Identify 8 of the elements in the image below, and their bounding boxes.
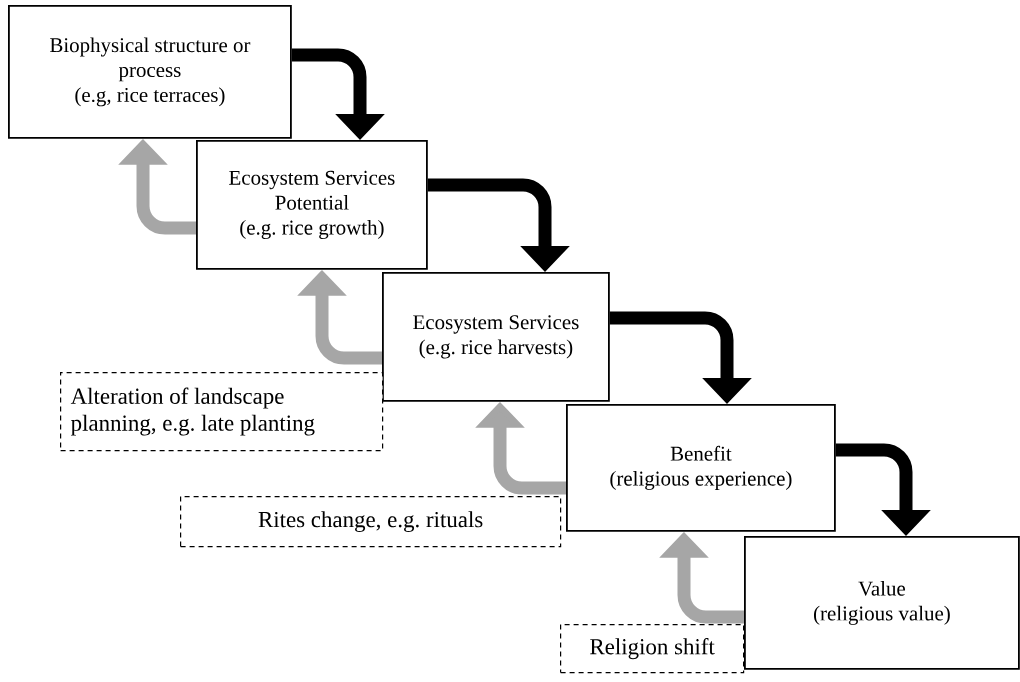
note-box: Religion shift bbox=[560, 624, 745, 674]
process-box: Ecosystem Services (e.g. rice harvests) bbox=[382, 272, 610, 402]
process-box: Value (religious value) bbox=[744, 536, 1020, 670]
process-box: Biophysical structure or process (e.g, rice terraces) bbox=[8, 5, 292, 139]
note-box: Rites change, e.g. rituals bbox=[180, 496, 562, 548]
note-box: Alteration of landscape planning, e.g. late planting bbox=[60, 372, 384, 452]
process-box: Ecosystem Services Potential (e.g. rice growth) bbox=[196, 140, 428, 270]
process-box: Benefit (religious experience) bbox=[566, 404, 836, 532]
